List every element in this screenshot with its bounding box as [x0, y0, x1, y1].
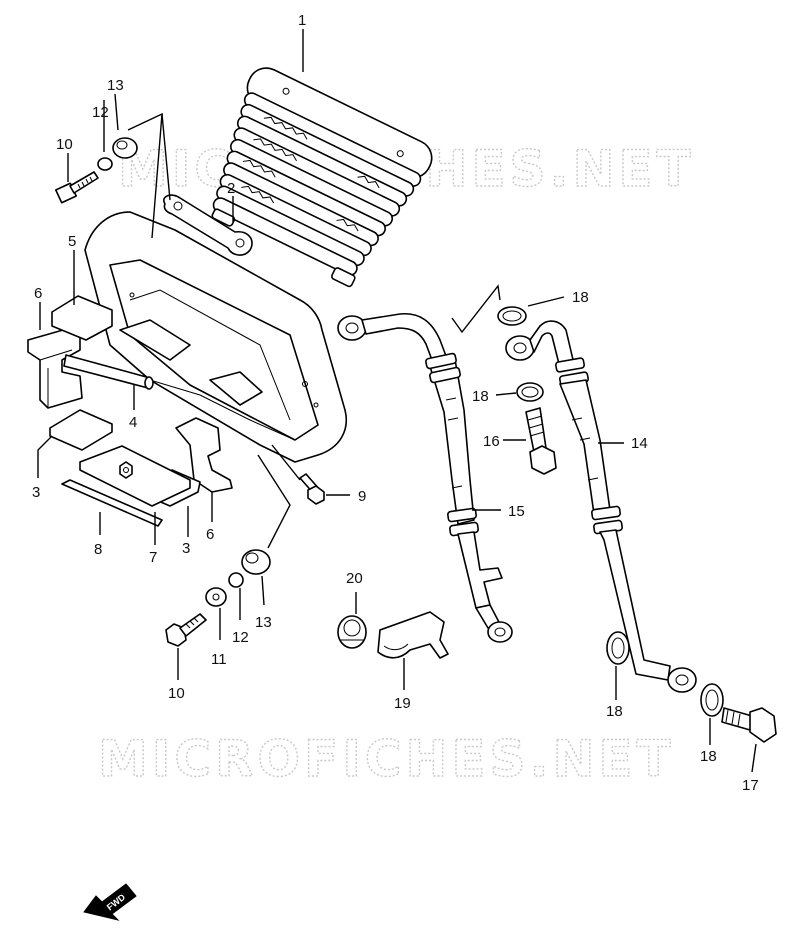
callout-13-top: 13 [107, 77, 124, 94]
callout-5: 5 [68, 233, 76, 250]
banjo-bolt [721, 707, 777, 743]
callout-9: 9 [358, 488, 366, 505]
mounting-bracket [163, 194, 253, 256]
washer-lower-left [606, 631, 630, 665]
cooler-cover [84, 211, 347, 463]
callout-12-bottom: 12 [232, 629, 249, 646]
callout-1: 1 [298, 12, 306, 29]
oil-hose-outlet [505, 320, 697, 693]
support-rod [63, 354, 154, 390]
rubber-mount-right [175, 417, 233, 493]
pad-left [49, 409, 113, 451]
upper-block [51, 295, 113, 341]
lower-grommet [241, 549, 271, 575]
callout-18-lower-right: 18 [700, 748, 717, 765]
callout-16: 16 [483, 433, 500, 450]
lower-washer [205, 587, 227, 607]
forward-direction-arrow: FWD [83, 883, 137, 921]
callout-6-left: 6 [34, 285, 42, 302]
oil-cooler-core [211, 67, 433, 288]
upper-grommet [112, 137, 138, 159]
watermark-bottom: MICROFICHES.NET [98, 730, 675, 788]
washer-lower-right [700, 683, 724, 717]
washer-union [516, 382, 544, 402]
base-plate [79, 445, 191, 507]
callout-12-top: 12 [92, 104, 109, 121]
upper-bolt [54, 171, 99, 204]
callout-20: 20 [346, 570, 363, 587]
callout-13-bottom: 13 [255, 614, 272, 631]
upper-collar [97, 157, 113, 171]
callout-2: 2 [227, 180, 235, 197]
callout-18-union: 18 [472, 388, 489, 405]
rubber-mount-left [27, 327, 83, 409]
hose-clamp [377, 611, 449, 659]
callout-7: 7 [149, 549, 157, 566]
callout-18-top: 18 [572, 289, 589, 306]
callout-8: 8 [94, 541, 102, 558]
leader-lines [37, 29, 757, 773]
callout-3-right: 3 [182, 540, 190, 557]
hose-grommet [337, 615, 367, 649]
callout-10-bottom: 10 [168, 685, 185, 702]
callout-6-right: 6 [206, 526, 214, 543]
washer-top [497, 306, 527, 326]
callout-4: 4 [129, 414, 137, 431]
lower-bolt [165, 613, 207, 647]
small-bolt [299, 473, 325, 505]
rubber-strip [61, 479, 163, 527]
callout-17: 17 [742, 777, 759, 794]
callout-3-left: 3 [32, 484, 40, 501]
lower-collar [228, 572, 244, 588]
hose-union-fitting [525, 407, 557, 475]
callout-15: 15 [508, 503, 525, 520]
callout-19: 19 [394, 695, 411, 712]
callout-10-top: 10 [56, 136, 73, 153]
callout-14: 14 [631, 435, 648, 452]
callout-11: 11 [211, 651, 227, 668]
oil-hose-inlet [337, 313, 513, 643]
callout-18-lower-left: 18 [606, 703, 623, 720]
